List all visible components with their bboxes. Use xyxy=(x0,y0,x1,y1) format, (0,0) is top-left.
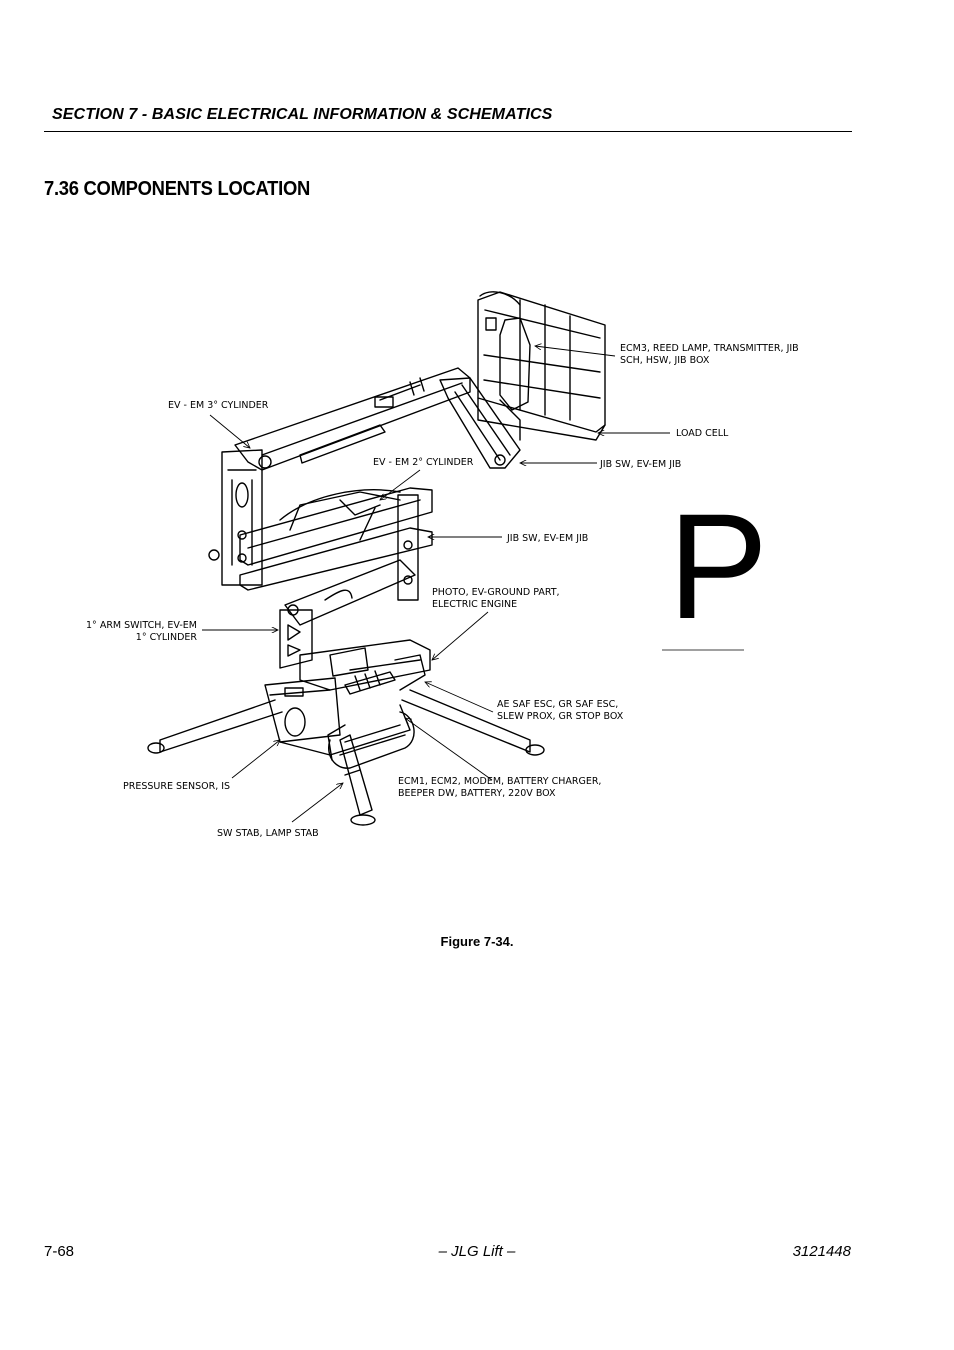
label-arm-switch-line1: 1° ARM SWITCH, EV-EM xyxy=(86,620,197,631)
label-ev-em-3: EV - EM 3° CYLINDER xyxy=(168,400,269,411)
outriggers xyxy=(147,689,545,826)
turret xyxy=(299,639,431,695)
middle-boom xyxy=(239,487,433,591)
label-jib-sw-lower: JIB SW, EV-EM JIB xyxy=(506,533,588,544)
arrow-photo xyxy=(432,611,489,660)
arrow-ae-saf xyxy=(425,682,494,713)
figure-caption: Figure 7-34. xyxy=(440,934,514,949)
label-jib-sw-upper: JIB SW, EV-EM JIB xyxy=(599,459,681,470)
jib-arm xyxy=(439,377,521,469)
left-link xyxy=(208,449,263,586)
label-sw-stab: SW STAB, LAMP STAB xyxy=(217,828,319,839)
page-number: 7-68 xyxy=(44,1243,75,1260)
arrow-ev-em-3 xyxy=(209,414,250,448)
label-photo-line1: PHOTO, EV-GROUND PART, xyxy=(432,587,560,598)
label-pressure-sensor: PRESSURE SENSOR, IS xyxy=(123,781,230,792)
label-ae-saf-line1: AE SAF ESC, GR SAF ESC, xyxy=(497,699,618,710)
lower-boom xyxy=(279,559,416,669)
upper-boom xyxy=(234,367,471,471)
label-arm-switch-line2: 1° CYLINDER xyxy=(136,632,198,643)
arrow-pressure-sensor xyxy=(231,740,280,779)
watermark-letter: P xyxy=(668,482,768,650)
arrow-ecm1 xyxy=(405,718,493,781)
platform-basket xyxy=(477,291,606,441)
label-ev-em-2: EV - EM 2° CYLINDER xyxy=(373,457,474,468)
header-rule xyxy=(44,131,852,132)
label-photo-line2: ELECTRIC ENGINE xyxy=(432,599,517,610)
chassis xyxy=(264,677,415,769)
arrow-sw-stab xyxy=(291,783,343,823)
label-ecm1-line1: ECM1, ECM2, MODEM, BATTERY CHARGER, xyxy=(398,776,601,787)
callout-arrows xyxy=(202,346,670,823)
section-header: SECTION 7 - BASIC ELECTRICAL INFORMATION… xyxy=(52,106,553,123)
right-link xyxy=(397,494,419,601)
section-title: 7.36 COMPONENTS LOCATION xyxy=(44,178,311,200)
document-number: 3121448 xyxy=(792,1243,851,1260)
label-ecm1-line2: BEEPER DW, BATTERY, 220V BOX xyxy=(398,788,556,799)
arrow-ev-em-2 xyxy=(380,469,421,500)
callout-labels: ECM3, REED LAMP, TRANSMITTER, JIB SCH, H… xyxy=(86,343,799,839)
label-ecm3-line2: SCH, HSW, JIB BOX xyxy=(620,355,710,366)
footer-center: – JLG Lift – xyxy=(438,1243,516,1260)
label-ecm3-line1: ECM3, REED LAMP, TRANSMITTER, JIB xyxy=(620,343,799,354)
arrow-ecm3 xyxy=(535,346,616,357)
label-ae-saf-line2: SLEW PROX, GR STOP BOX xyxy=(497,711,624,722)
boom-lift-drawing xyxy=(147,291,606,826)
label-load-cell: LOAD CELL xyxy=(676,428,729,439)
